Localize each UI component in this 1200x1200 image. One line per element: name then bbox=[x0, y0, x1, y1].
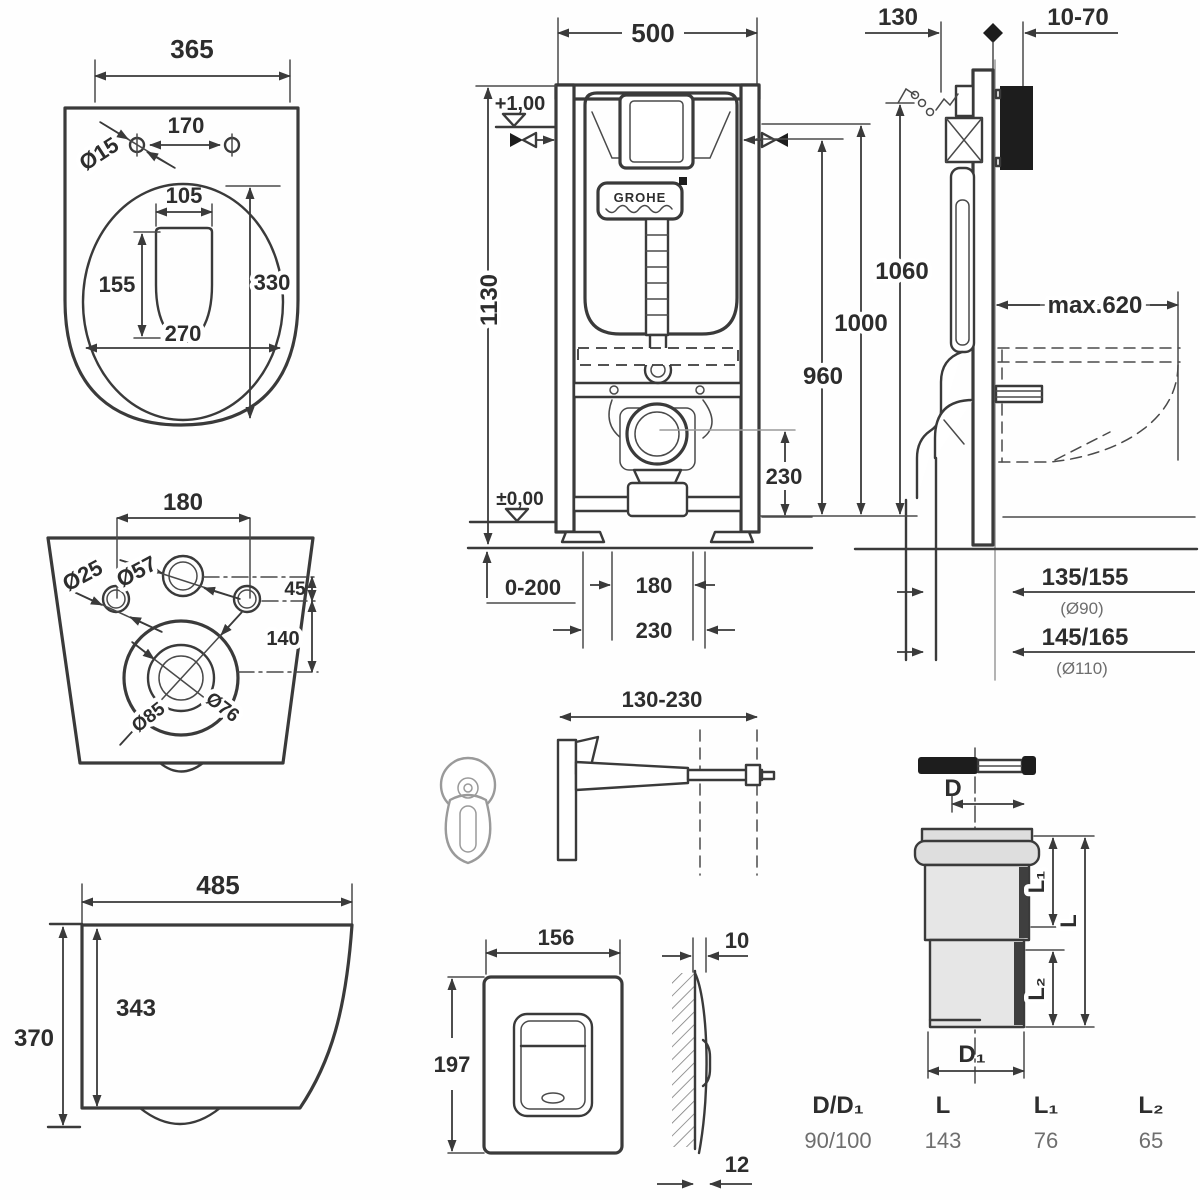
rod-spacing-label: 180 bbox=[636, 573, 673, 598]
flush-plate-side: 10 12 bbox=[657, 928, 752, 1189]
brand-text: GROHE bbox=[614, 190, 667, 205]
outlet-110-note: (Ø110) bbox=[1056, 659, 1108, 678]
frame-side-view: 130 10-70 960 1000 1 bbox=[755, 4, 1199, 681]
bowl-width-label: 270 bbox=[165, 321, 202, 346]
water-supply-left bbox=[510, 131, 555, 149]
wall-axis-marker bbox=[983, 23, 1003, 43]
fixing-spacing-label: 180 bbox=[163, 489, 203, 516]
flush-plate-front: 156 197 bbox=[434, 925, 624, 1155]
inlet-hole bbox=[161, 554, 205, 598]
bracket-range-label: 130-230 bbox=[622, 687, 703, 712]
bracket-arm bbox=[574, 760, 690, 792]
plate-thickness-top-label: 10 bbox=[725, 928, 749, 953]
plate-thickness-bottom-label: 12 bbox=[725, 1152, 749, 1177]
height-960-label: 960 bbox=[803, 363, 843, 390]
spec-value-dd1: 90/100 bbox=[804, 1128, 871, 1153]
cistern-outline bbox=[583, 91, 739, 336]
frame-right-foot bbox=[709, 530, 755, 544]
frame-right-rail bbox=[739, 83, 761, 534]
adapter-upper-body bbox=[923, 863, 1031, 942]
height-1000-label: 1000 bbox=[834, 310, 887, 337]
hole-diameter-label: Ø15 bbox=[75, 132, 123, 176]
wall-anchor bbox=[439, 756, 497, 865]
adapter-pin-dark bbox=[918, 757, 978, 774]
plate-width-label: 156 bbox=[538, 925, 575, 950]
seat-opening bbox=[154, 226, 214, 344]
water-supply-right bbox=[743, 131, 788, 149]
offset-45-label: 45 bbox=[284, 579, 306, 600]
fixing-hole-left bbox=[101, 584, 131, 614]
adapter-lower-body bbox=[928, 938, 1026, 1029]
frame-width-label: 500 bbox=[631, 18, 674, 48]
pan-depth-label: 485 bbox=[196, 870, 239, 900]
adapter-collar bbox=[913, 839, 1041, 867]
outlet-bend bbox=[625, 402, 689, 466]
flush-pipe bbox=[644, 217, 670, 337]
adapter-l1-label: L₁ bbox=[1024, 871, 1049, 894]
stop-valve bbox=[910, 90, 959, 117]
pan-bottom-view: 180 Ø57 Ø25 45 140 Ø85 Ø76 bbox=[46, 489, 319, 773]
outlet-height-label: 230 bbox=[766, 464, 803, 489]
adapter-d1-label: D₁ bbox=[958, 1041, 985, 1068]
spec-value-l2: 65 bbox=[1139, 1128, 1163, 1153]
offset-140-label: 140 bbox=[266, 628, 299, 650]
wall-gap-label: 10-70 bbox=[1047, 4, 1108, 31]
bowl-rim bbox=[81, 182, 285, 422]
drain-spacing-label: 230 bbox=[636, 618, 673, 643]
spec-header-dd1: D/D₁ bbox=[812, 1092, 863, 1119]
pan-height-label: 370 bbox=[14, 1025, 54, 1052]
pan-underside-label: 343 bbox=[116, 995, 156, 1022]
rod-nut bbox=[744, 763, 762, 787]
floor-adjust-label: 0-200 bbox=[505, 575, 561, 600]
height-1060-label: 1060 bbox=[875, 258, 928, 285]
wall-bracket-block bbox=[1000, 86, 1033, 170]
outlet-90-label: 135/155 bbox=[1042, 564, 1129, 591]
fixing-diameter-label: Ø25 bbox=[58, 555, 106, 597]
adapter-spec-table: D/D₁ L L₁ L₂ 90/100 143 76 65 bbox=[804, 1092, 1163, 1153]
frame-left-rail bbox=[554, 83, 576, 534]
bowl-length-label: 330 bbox=[254, 270, 291, 295]
bracket-plate bbox=[556, 738, 578, 862]
fixing-hole-right bbox=[232, 584, 262, 614]
pan-width-label: 365 bbox=[170, 34, 213, 64]
outlet-hole bbox=[122, 619, 240, 737]
adapter-d-label: D bbox=[944, 775, 961, 802]
hole-spacing-label: 170 bbox=[168, 113, 205, 138]
wall-hatching bbox=[672, 973, 695, 1147]
outlet-110-label: 145/165 bbox=[1042, 624, 1129, 651]
spec-value-l1: 76 bbox=[1034, 1128, 1058, 1153]
spec-header-l1: L₁ bbox=[1034, 1092, 1059, 1119]
grohe-logo: GROHE bbox=[596, 177, 687, 221]
mounting-bracket: 130-230 bbox=[556, 687, 776, 876]
max-reach-label: max.620 bbox=[1048, 292, 1143, 319]
pan-profile-outline bbox=[80, 923, 354, 1110]
plate-profile bbox=[693, 971, 708, 1155]
pan-outline bbox=[63, 106, 300, 427]
outlet-adapter: D L₁ L L₂ D₁ bbox=[913, 747, 1095, 1086]
adapter-l-label: L bbox=[1056, 914, 1081, 927]
pan-top-view: 365 170 Ø15 105 155 330 270 bbox=[63, 34, 300, 427]
seat-depth-label: 155 bbox=[99, 272, 136, 297]
frame-height-label: 1130 bbox=[476, 274, 503, 326]
frame-left-foot bbox=[560, 530, 606, 544]
pan-underside-outline bbox=[46, 536, 315, 765]
spec-header-l2: L₂ bbox=[1138, 1092, 1163, 1119]
level-zero-label: ±0,00 bbox=[496, 489, 543, 510]
plate-height-label: 197 bbox=[434, 1052, 471, 1077]
frame-depth-label: 130 bbox=[878, 4, 918, 31]
fixing-zone-dashed bbox=[577, 347, 739, 366]
frame-front-view: 500 GROHE bbox=[466, 17, 814, 649]
seat-width-label: 105 bbox=[166, 183, 203, 208]
outlet-90-note: (Ø90) bbox=[1060, 599, 1103, 618]
level-top-label: +1,00 bbox=[495, 93, 546, 115]
pan-dashed-outline bbox=[994, 347, 1181, 463]
adapter-l2-label: L₂ bbox=[1024, 977, 1049, 1000]
pan-side-view: 485 370 343 bbox=[14, 870, 354, 1129]
spec-value-l: 143 bbox=[925, 1128, 962, 1153]
spec-header-l: L bbox=[936, 1092, 951, 1119]
